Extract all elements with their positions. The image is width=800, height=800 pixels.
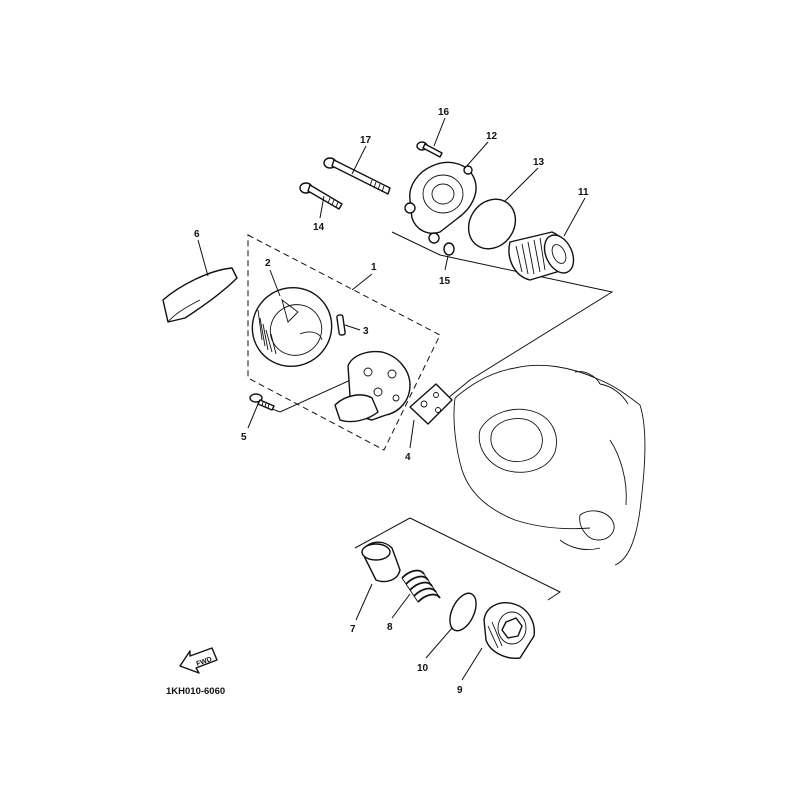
callout-10: 10 bbox=[417, 663, 429, 674]
part-13-o-ring bbox=[467, 198, 517, 250]
callout-13: 13 bbox=[533, 157, 545, 168]
reference-lines bbox=[261, 231, 614, 601]
callout-17: 17 bbox=[360, 135, 372, 146]
callout-5: 5 bbox=[241, 432, 247, 443]
oil-pump-assembly-group bbox=[247, 234, 441, 451]
part-12-filter-cover bbox=[404, 161, 477, 244]
fwd-arrow-icon: FWD bbox=[179, 647, 218, 674]
part-2-gear bbox=[251, 286, 333, 368]
part-6-cover bbox=[162, 267, 238, 323]
callout-7: 7 bbox=[350, 624, 356, 635]
callout-16: 16 bbox=[438, 107, 450, 118]
callout-4: 4 bbox=[405, 452, 411, 463]
part-5-screw bbox=[249, 393, 275, 411]
callout-14: 14 bbox=[313, 222, 325, 233]
callout-2: 2 bbox=[265, 258, 271, 269]
callout-leaders bbox=[197, 117, 586, 681]
callout-12: 12 bbox=[486, 131, 498, 142]
part-3-pin bbox=[336, 314, 346, 336]
part-17-long-bolt bbox=[323, 157, 391, 195]
diagram-code: 1KH010-6060 bbox=[166, 686, 225, 697]
part-11-filter-element bbox=[508, 231, 575, 281]
callout-9: 9 bbox=[457, 685, 463, 696]
part-9-drain-plug bbox=[483, 602, 535, 659]
crankcase-outline bbox=[453, 364, 646, 566]
part-10-o-ring bbox=[449, 592, 477, 632]
part-16-bolt bbox=[416, 141, 443, 158]
callout-15: 15 bbox=[439, 276, 451, 287]
callout-3: 3 bbox=[363, 326, 369, 337]
callout-8: 8 bbox=[387, 622, 393, 633]
callout-6: 6 bbox=[194, 229, 200, 240]
part-4-gasket bbox=[409, 383, 453, 425]
oil-pump-body bbox=[334, 350, 411, 423]
part-7-strainer bbox=[361, 541, 401, 583]
callout-1: 1 bbox=[371, 262, 377, 273]
callout-numbers: 1 2 3 4 5 6 7 8 9 10 11 12 13 14 15 16 1… bbox=[194, 107, 589, 696]
part-14-bolt bbox=[299, 182, 343, 210]
callout-11: 11 bbox=[578, 187, 589, 198]
part-15-small-o-ring bbox=[443, 242, 455, 256]
part-8-spring bbox=[401, 569, 441, 603]
